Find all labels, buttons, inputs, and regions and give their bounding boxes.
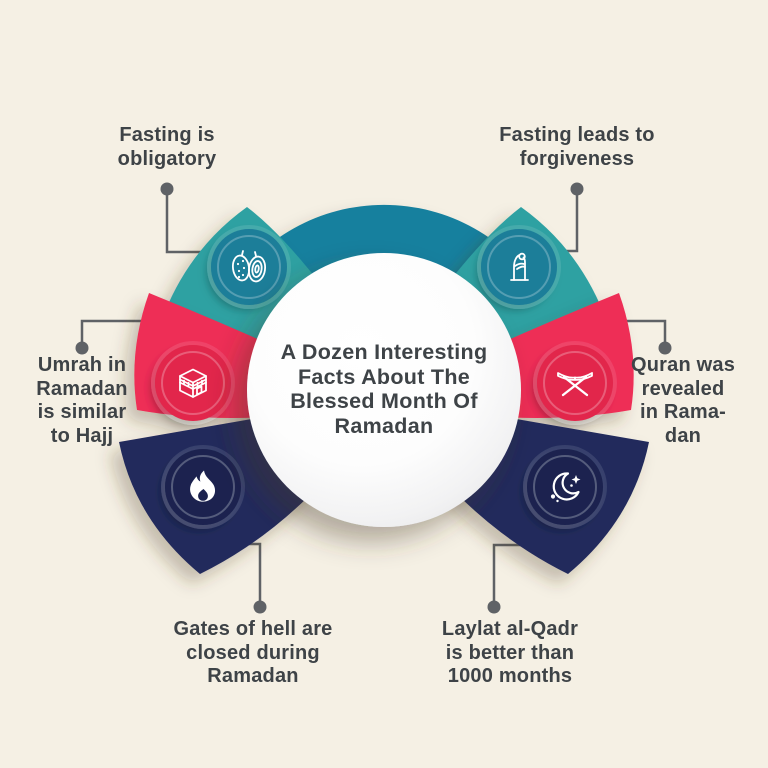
fact-label-middle-right: Quran was revealed in Rama- dan <box>630 354 736 447</box>
crescent-moon-icon <box>550 472 581 503</box>
fact-label-bottom-right: Laylat al-Qadr is better than 1000 month… <box>441 618 579 687</box>
connector-dot <box>160 182 174 196</box>
connector-dot <box>570 182 584 196</box>
fact-label-middle-left: Umrah in Ramadan is similar to Hajj <box>36 354 128 447</box>
quran-icon <box>557 372 593 397</box>
medallion-bottom-left <box>161 445 245 529</box>
center-title: A Dozen Interesting Facts About The Bles… <box>280 340 488 438</box>
medallion-top-left <box>207 225 291 309</box>
fact-label-top-right: Fasting leads to forgiveness <box>499 124 655 170</box>
flame-icon <box>190 470 216 502</box>
connector-dot <box>253 600 267 614</box>
medallion-bottom-right <box>523 445 607 529</box>
connectors <box>75 182 672 614</box>
connector-middle-left <box>80 319 150 348</box>
praying-person-icon <box>510 252 529 281</box>
connector-dot <box>487 600 501 614</box>
fact-label-top-left: Fasting is obligatory <box>117 124 217 170</box>
medallion-top-right <box>477 225 561 309</box>
connector-dot <box>75 341 89 355</box>
medallion-middle-left <box>151 341 235 425</box>
dates-icon <box>231 250 267 283</box>
center-circle <box>247 253 521 527</box>
connector-dot <box>658 341 672 355</box>
connector-middle-right <box>618 319 667 348</box>
kaaba-icon <box>179 368 207 398</box>
fact-label-bottom-left: Gates of hell are closed during Ramadan <box>173 618 333 687</box>
medallion-middle-right <box>533 341 617 425</box>
